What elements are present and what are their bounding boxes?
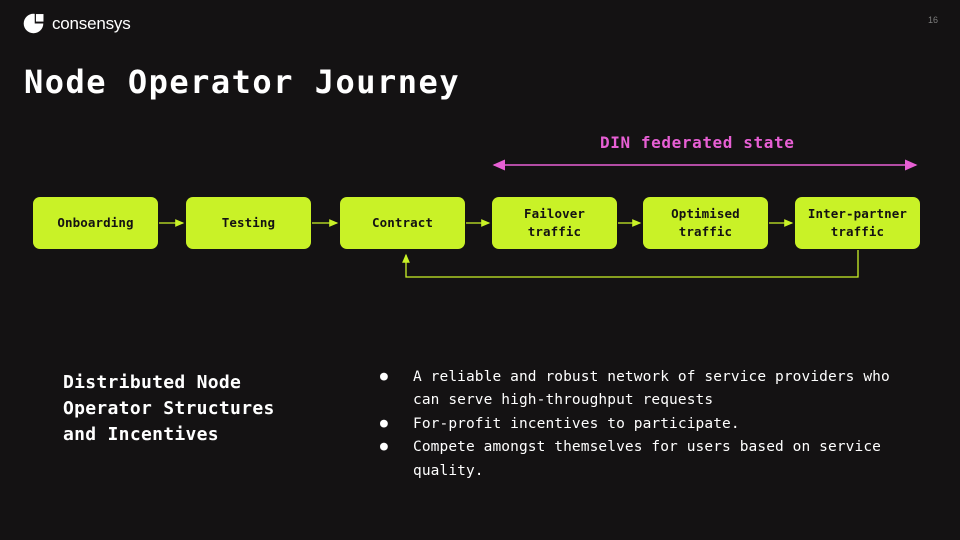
flow-box-label: Failover traffic <box>523 205 585 239</box>
list-item: ● For-profit incentives to participate. <box>375 413 895 436</box>
brand-name: consensys <box>52 14 131 33</box>
bullet-marker-icon: ● <box>380 369 388 384</box>
flow-box-inter-partner-traffic[interactable]: Inter-partner traffic <box>795 197 920 249</box>
list-item: ● A reliable and robust network of servi… <box>375 366 895 413</box>
section-heading: Distributed Node Operator Structures and… <box>63 372 275 446</box>
flow-box-onboarding[interactable]: Onboarding <box>33 197 158 249</box>
list-item: ● Compete amongst themselves for users b… <box>375 436 895 483</box>
page-number: 16 <box>927 15 938 25</box>
diagram-connectors <box>159 159 918 278</box>
brand-logo: consensys <box>23 13 131 34</box>
bullet-marker-icon: ● <box>380 439 388 455</box>
bullet-text: Compete amongst themselves for users bas… <box>413 439 881 479</box>
bullet-list: ● A reliable and robust network of servi… <box>375 366 895 483</box>
flow-box-optimised-traffic[interactable]: Optimised traffic <box>643 197 768 249</box>
node-operator-journey-diagram: DIN federated state <box>33 133 920 278</box>
connector-feedback-loop <box>402 250 859 278</box>
flow-box-contract[interactable]: Contract <box>340 197 465 249</box>
din-federated-state-label: DIN federated state <box>600 133 795 152</box>
flow-box-testing[interactable]: Testing <box>186 197 311 249</box>
flow-box-label: Optimised traffic <box>671 205 740 239</box>
flow-box-label: Testing <box>221 214 276 230</box>
consensys-logo-icon <box>23 13 44 34</box>
bullet-text: For-profit incentives to participate. <box>413 415 740 432</box>
page-title: Node Operator Journey <box>24 63 461 101</box>
bullet-text: A reliable and robust network of service… <box>413 369 890 409</box>
flow-box-failover-traffic[interactable]: Failover traffic <box>492 197 617 249</box>
flow-box-label: Inter-partner traffic <box>807 205 908 239</box>
flow-box-label: Contract <box>371 214 433 230</box>
bullet-marker-icon: ● <box>380 415 388 431</box>
flow-box-label: Onboarding <box>57 214 134 230</box>
